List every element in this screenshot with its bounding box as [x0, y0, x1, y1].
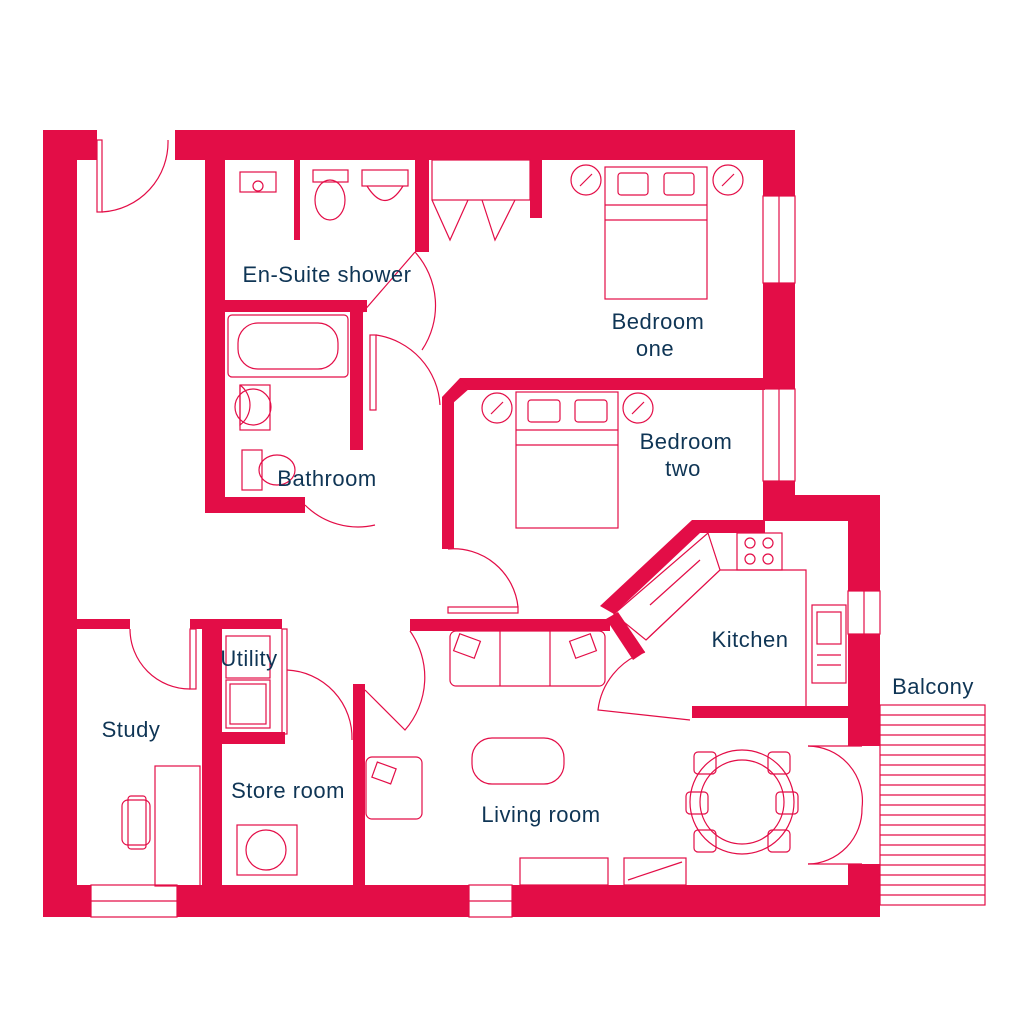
label-living-room: Living room — [481, 802, 600, 827]
label-bedroom-one-line2: one — [636, 336, 674, 361]
label-balcony: Balcony — [892, 674, 974, 699]
label-bedroom-two-line2: two — [665, 456, 701, 481]
label-bathroom: Bathroom — [277, 466, 376, 491]
label-study: Study — [102, 717, 161, 742]
label-ensuite-shower: En-Suite shower — [243, 262, 412, 287]
doors — [96, 139, 864, 865]
bedroom-two-furniture — [481, 391, 654, 529]
label-store-room: Store room — [231, 778, 345, 803]
label-bedroom-one-line1: Bedroom — [612, 309, 705, 334]
kitchen-fixtures — [613, 531, 847, 706]
ensuite-fixtures — [239, 159, 531, 242]
label-utility: Utility — [220, 646, 277, 671]
living-room-furniture — [365, 630, 799, 886]
walls — [43, 130, 880, 917]
bathroom-fixtures — [227, 314, 349, 491]
study-furniture — [121, 765, 201, 887]
windows — [90, 195, 881, 918]
bedroom-one-furniture — [570, 164, 744, 300]
label-kitchen: Kitchen — [712, 627, 789, 652]
balcony-decking — [879, 704, 986, 906]
store-room-fixtures — [236, 824, 298, 876]
utility-fixtures — [225, 635, 271, 729]
label-bedroom-two-line1: Bedroom — [640, 429, 733, 454]
room-labels: En-Suite shower Bedroom one Bedroom two … — [102, 262, 974, 827]
